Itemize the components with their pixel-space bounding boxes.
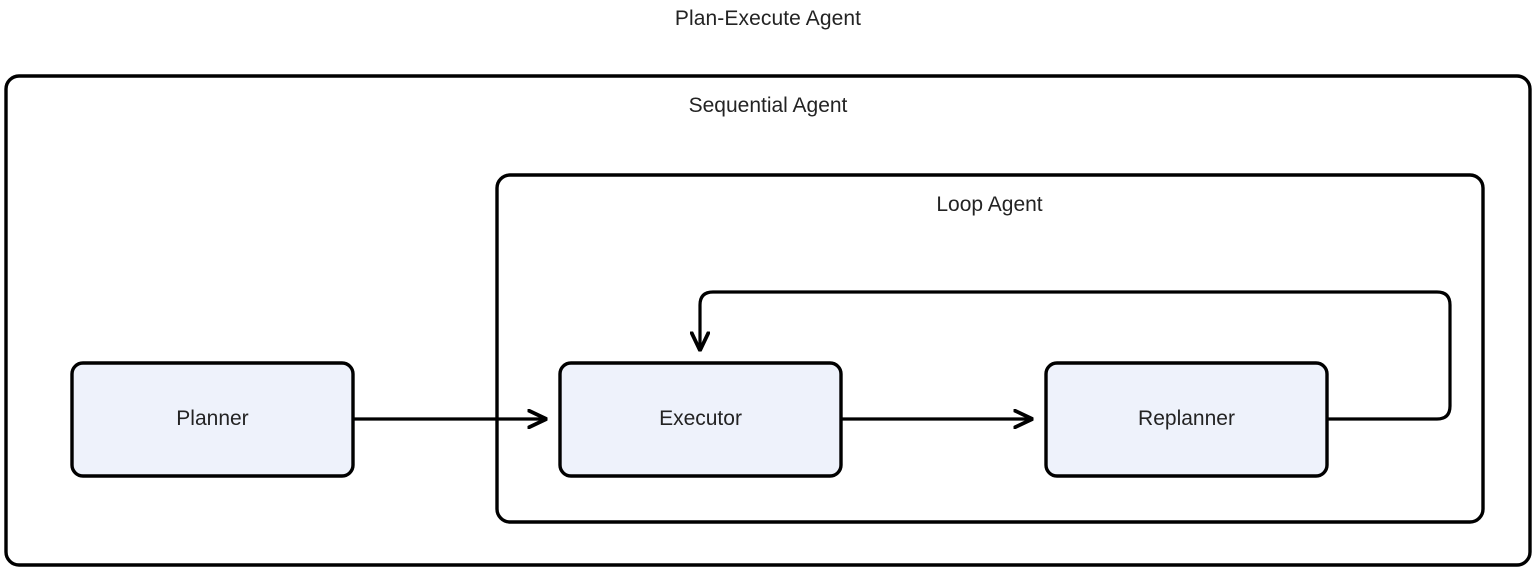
node-replanner[interactable] bbox=[1044, 361, 1329, 478]
edge-replanner-to-executor-loop bbox=[700, 290, 1452, 421]
sequential-agent-container bbox=[4, 74, 1532, 567]
node-planner-label: Planner bbox=[176, 407, 249, 430]
node-executor-label: Executor bbox=[659, 407, 742, 430]
node-replanner-label: Replanner bbox=[1138, 407, 1235, 430]
node-planner[interactable] bbox=[70, 361, 355, 478]
loop-agent-container bbox=[495, 173, 1485, 524]
node-executor[interactable] bbox=[558, 361, 843, 478]
loop-agent-label: Loop Agent bbox=[936, 193, 1043, 216]
sequential-agent-label: Sequential Agent bbox=[688, 94, 848, 117]
diagram-title: Plan-Execute Agent bbox=[674, 7, 862, 30]
